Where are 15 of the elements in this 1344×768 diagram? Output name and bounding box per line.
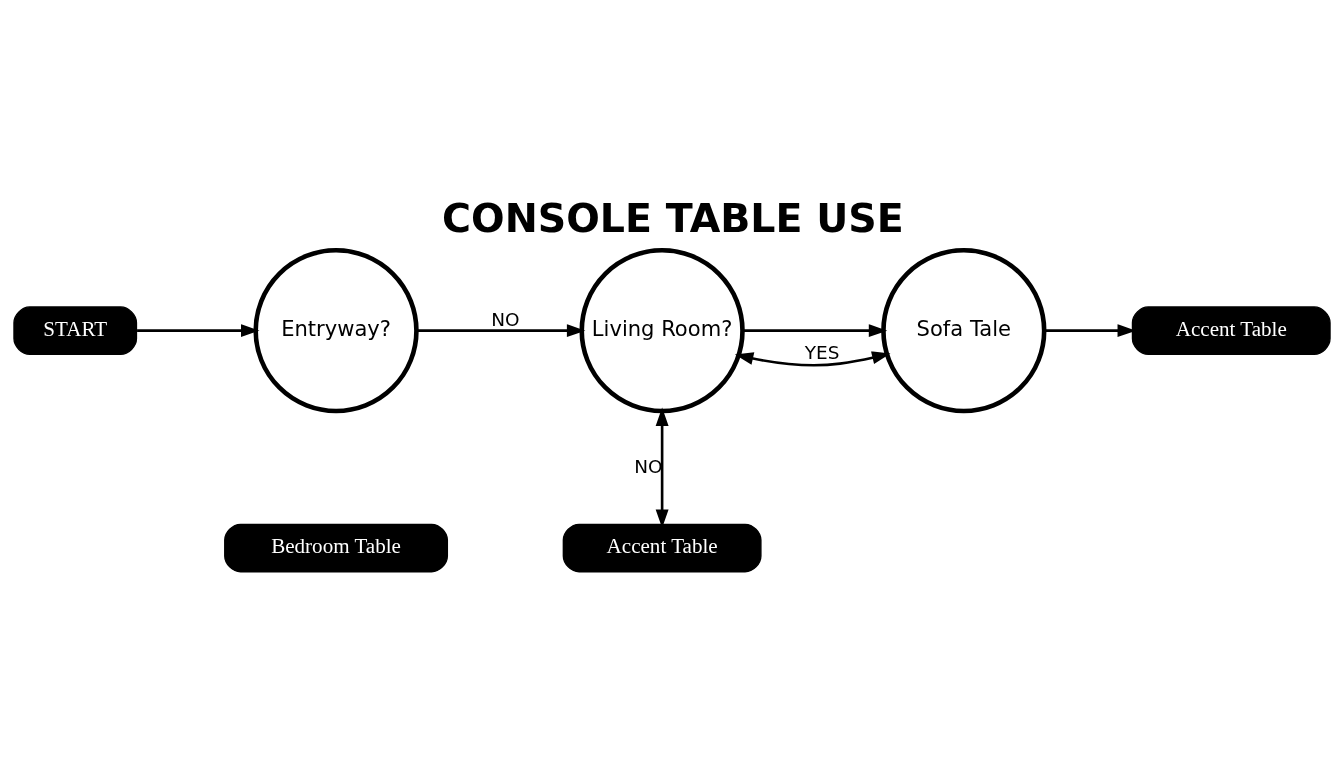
edge-label: NO [491, 308, 520, 330]
node-circle: Sofa Tale [881, 247, 1047, 414]
arrow [734, 351, 891, 367]
edge-label: NO [634, 455, 663, 477]
node-box: Accent Table [1131, 306, 1331, 356]
edge-label: YES [804, 341, 840, 363]
node-circle: Living Room? [579, 247, 745, 414]
arrow [742, 324, 888, 338]
arrow [416, 324, 586, 338]
node-box: START [13, 306, 138, 356]
diagram-title: CONSOLE TABLE USE [442, 194, 904, 241]
node-box: Bedroom Table [224, 523, 449, 573]
node-circle: Entryway? [253, 247, 419, 414]
node-box: Accent Table [562, 523, 762, 573]
arrow [137, 324, 260, 338]
